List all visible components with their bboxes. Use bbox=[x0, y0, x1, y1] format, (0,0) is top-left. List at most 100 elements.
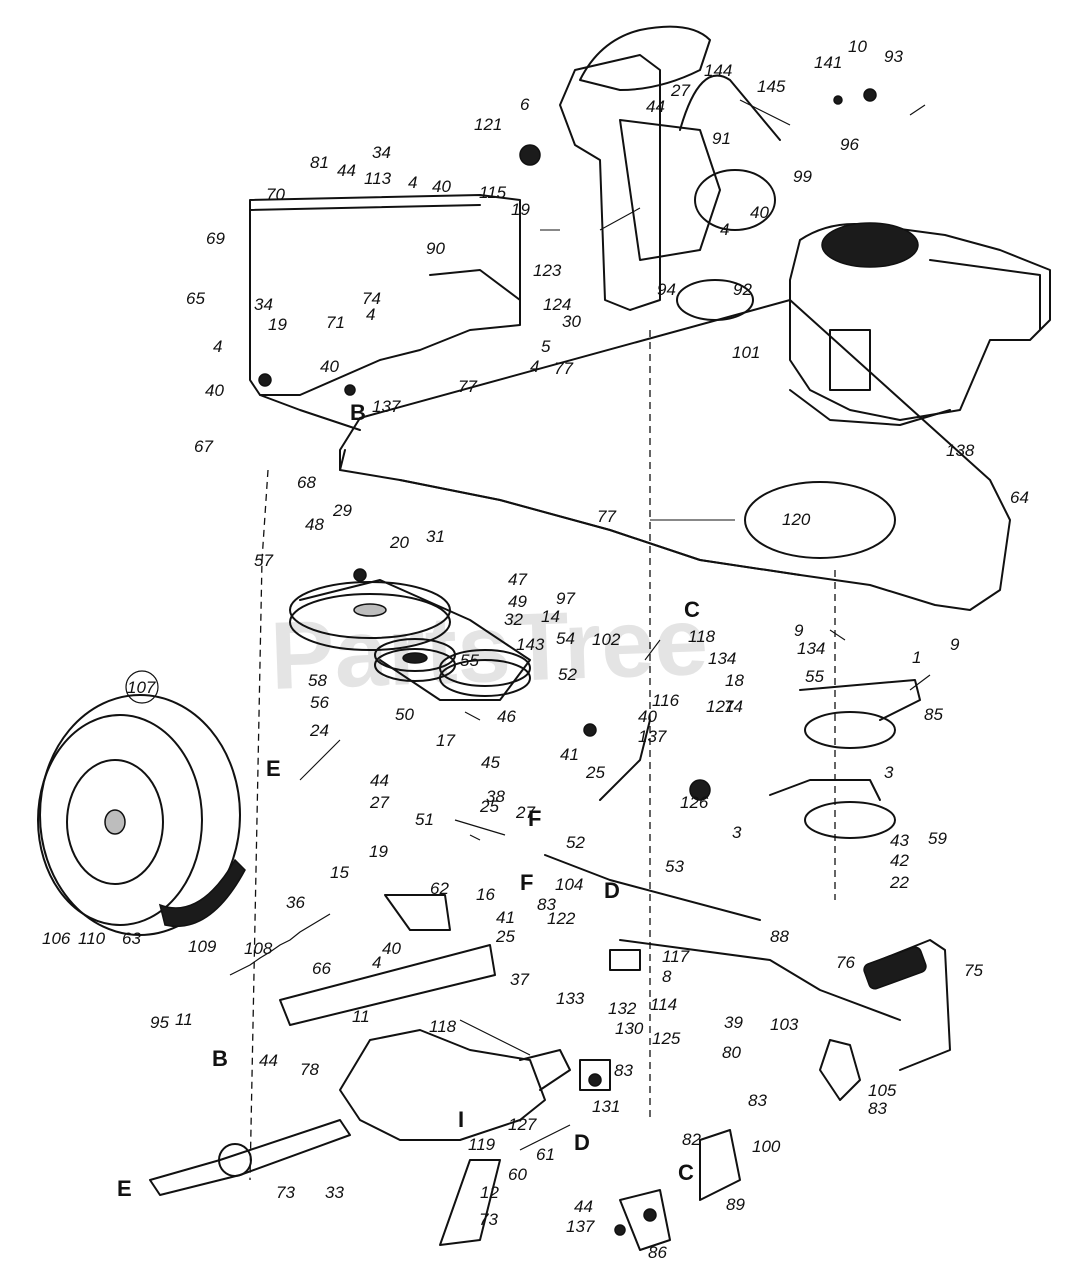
linkage bbox=[229, 74, 901, 1251]
callout-27: 27 bbox=[369, 793, 389, 812]
callout-4: 4 bbox=[366, 305, 375, 324]
callout-144: 144 bbox=[704, 61, 732, 80]
callout-120: 120 bbox=[782, 510, 811, 529]
callout-62: 62 bbox=[430, 879, 449, 898]
callout-40: 40 bbox=[638, 707, 657, 726]
callout-96: 96 bbox=[840, 135, 859, 154]
callout-118: 118 bbox=[429, 1017, 457, 1036]
callout-44: 44 bbox=[574, 1197, 593, 1216]
reference-lines bbox=[249, 330, 836, 1181]
callout-41: 41 bbox=[560, 745, 579, 764]
callout-38: 38 bbox=[486, 787, 505, 806]
letter-f: F bbox=[528, 806, 541, 831]
callout-40: 40 bbox=[320, 357, 339, 376]
callout-24: 24 bbox=[309, 721, 329, 740]
callout-56: 56 bbox=[310, 693, 329, 712]
callout-127: 127 bbox=[508, 1115, 537, 1134]
callout-6: 6 bbox=[520, 95, 530, 114]
callout-40: 40 bbox=[205, 381, 224, 400]
callout-9: 9 bbox=[950, 635, 960, 654]
callout-25: 25 bbox=[585, 763, 605, 782]
callout-50: 50 bbox=[395, 705, 414, 724]
callout-95: 95 bbox=[150, 1013, 169, 1032]
fasteners bbox=[258, 88, 877, 1236]
callout-46: 46 bbox=[497, 707, 516, 726]
callout-57: 57 bbox=[254, 551, 273, 570]
callout-83: 83 bbox=[748, 1091, 767, 1110]
callout-60: 60 bbox=[508, 1165, 527, 1184]
callout-40: 40 bbox=[382, 939, 401, 958]
callout-1: 1 bbox=[912, 648, 921, 667]
callout-76: 76 bbox=[836, 953, 855, 972]
callout-130: 130 bbox=[615, 1019, 644, 1038]
callout-126: 126 bbox=[680, 793, 709, 812]
callout-137: 137 bbox=[372, 397, 401, 416]
callout-10: 10 bbox=[848, 37, 867, 56]
callout-30: 30 bbox=[562, 312, 581, 331]
callout-20: 20 bbox=[389, 533, 409, 552]
callout-4: 4 bbox=[372, 953, 381, 972]
callout-137: 137 bbox=[638, 727, 667, 746]
callout-3: 3 bbox=[884, 763, 894, 782]
callout-141: 141 bbox=[814, 53, 842, 72]
callout-104: 104 bbox=[555, 875, 583, 894]
callout-54: 54 bbox=[556, 629, 575, 648]
callout-138: 138 bbox=[946, 441, 975, 460]
callout-143: 143 bbox=[516, 635, 545, 654]
letter-b: B bbox=[350, 400, 366, 425]
callout-85: 85 bbox=[924, 705, 943, 724]
callout-63: 63 bbox=[122, 929, 141, 948]
callout-53: 53 bbox=[665, 857, 684, 876]
callout-43: 43 bbox=[890, 831, 909, 850]
callout-97: 97 bbox=[556, 589, 575, 608]
callout-103: 103 bbox=[770, 1015, 799, 1034]
callout-122: 122 bbox=[547, 909, 576, 928]
callout-48: 48 bbox=[305, 515, 324, 534]
callout-58: 58 bbox=[308, 671, 327, 690]
callout-55: 55 bbox=[805, 667, 824, 686]
callout-107-circle bbox=[125, 670, 159, 704]
letter-i: I bbox=[458, 1107, 464, 1132]
callout-65: 65 bbox=[186, 289, 205, 308]
letter-d: D bbox=[604, 878, 620, 903]
letter-labels: B B C C D D E E F F I bbox=[117, 400, 700, 1201]
callout-134: 134 bbox=[708, 649, 736, 668]
callout-9: 9 bbox=[794, 621, 804, 640]
callout-86: 86 bbox=[648, 1243, 667, 1262]
callout-80: 80 bbox=[722, 1043, 741, 1062]
chassis-frame bbox=[249, 194, 1011, 611]
callout-5: 5 bbox=[541, 337, 551, 356]
callout-93: 93 bbox=[884, 47, 903, 66]
callout-105: 105 bbox=[868, 1081, 897, 1100]
callout-47: 47 bbox=[508, 570, 527, 589]
callout-119: 119 bbox=[468, 1135, 496, 1154]
callout-70: 70 bbox=[266, 185, 285, 204]
callout-118: 118 bbox=[688, 627, 716, 646]
callout-74: 74 bbox=[362, 289, 381, 308]
callout-25: 25 bbox=[495, 927, 515, 946]
callout-74: 74 bbox=[724, 697, 743, 716]
callout-19: 19 bbox=[511, 200, 530, 219]
callout-3: 3 bbox=[732, 823, 742, 842]
callout-100: 100 bbox=[752, 1137, 781, 1156]
callout-14: 14 bbox=[541, 607, 560, 626]
letter-e: E bbox=[117, 1176, 132, 1201]
callout-108: 108 bbox=[244, 939, 273, 958]
callout-44: 44 bbox=[259, 1051, 278, 1070]
callout-145: 145 bbox=[757, 77, 786, 96]
callout-4: 4 bbox=[408, 173, 417, 192]
callout-101: 101 bbox=[732, 343, 760, 362]
callout-27: 27 bbox=[515, 803, 535, 822]
callout-124: 124 bbox=[543, 295, 571, 314]
callout-8: 8 bbox=[662, 967, 672, 986]
callout-114: 114 bbox=[650, 995, 677, 1014]
steering-column bbox=[559, 25, 776, 311]
letter-e: E bbox=[266, 756, 281, 781]
callout-106: 106 bbox=[42, 929, 71, 948]
callout-19: 19 bbox=[268, 315, 287, 334]
callout-19: 19 bbox=[369, 842, 388, 861]
callout-41: 41 bbox=[496, 908, 515, 927]
callout-27: 27 bbox=[670, 81, 690, 100]
callout-132: 132 bbox=[608, 999, 637, 1018]
